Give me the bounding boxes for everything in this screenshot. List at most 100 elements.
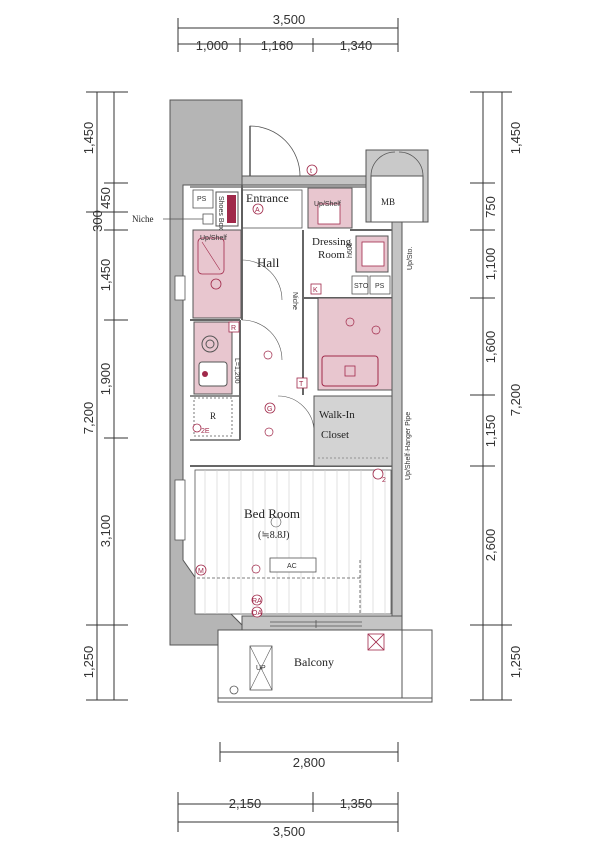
entrance-area (241, 189, 303, 229)
dim-right-2: 750 (483, 196, 498, 218)
kitchen (193, 321, 233, 395)
hall-door-swing (241, 259, 283, 301)
sym-k: K (313, 287, 318, 294)
symbol-r-icon (228, 321, 240, 333)
dim-right-5: 1,150 (483, 415, 498, 448)
dim-left-3: 300 (90, 210, 105, 232)
bedroom-floor-lines (204, 470, 386, 614)
washbasin-up-shelf: Up/Shelf (314, 201, 341, 208)
ps-label-right: PS (375, 283, 385, 290)
entrance-door (249, 125, 301, 177)
dim-left-6: 3,100 (98, 515, 113, 548)
dim-right-1: 1,450 (508, 122, 523, 155)
symbol-2e-icon (192, 423, 202, 433)
symbol-t-top-icon (306, 164, 318, 176)
sym-t-top: t (310, 168, 312, 175)
balcony-window (270, 620, 362, 628)
sym-2: 2 (382, 477, 386, 484)
bedroom-label: Bed Room (244, 506, 300, 521)
sto-box (351, 275, 369, 295)
walkin-label-2: Closet (321, 429, 349, 441)
bottom-dimensions (177, 742, 399, 832)
dim-bottom-2: 2,150 (229, 796, 262, 811)
ac-label: AC (287, 563, 297, 570)
hall-label: Hall (257, 255, 280, 270)
balcony-up-label: UP (256, 665, 266, 672)
mb-enclosure (365, 149, 429, 223)
sym-t: T (299, 381, 304, 388)
dim-top-3: 1,340 (340, 38, 373, 53)
sto-label: STO (354, 283, 369, 290)
dim-right-3: 1,100 (483, 248, 498, 281)
kitchen-sink-icon (198, 361, 228, 387)
dim-bottom-3: 1,350 (340, 796, 373, 811)
toilet-fixture-icon (210, 278, 222, 290)
dim-top-1: 1,000 (196, 38, 229, 53)
stove-burner-icon (201, 335, 219, 353)
symbol-m-icon (195, 564, 207, 576)
dim-bottom-1: 2,800 (293, 755, 326, 770)
niche-box-left (202, 213, 214, 225)
bedroom-ceiling-light-icon (270, 516, 282, 528)
sym-a: A (255, 207, 260, 214)
sym-oa: OA (252, 610, 262, 617)
symbol-oa-icon (251, 606, 263, 618)
toilet-up-shelf: Up/Shelf (200, 235, 227, 242)
symbol-t-icon (296, 377, 308, 389)
sym-ra: RA (252, 598, 262, 605)
dim-bottom-total: 3,500 (273, 824, 306, 839)
niche-mid-label: Niche (291, 292, 298, 310)
sym-r: R (231, 325, 236, 332)
right-dimensions (470, 91, 512, 701)
top-dimensions (177, 18, 399, 52)
kitchen-door-swing (241, 319, 283, 361)
dim-top-2: 1,160 (261, 38, 294, 53)
dim-left-total: 7,200 (81, 402, 96, 435)
dim-left-2: 450 (98, 187, 113, 209)
ps-box-top (192, 189, 214, 209)
dim-left-5: 1,900 (98, 363, 113, 396)
dim-right-6: 2,600 (483, 529, 498, 562)
ps-label-top: PS (197, 196, 207, 203)
side-windows (174, 275, 186, 541)
bathroom (317, 297, 393, 391)
symbol-markers (192, 164, 384, 618)
entrance-label: Entrance (246, 191, 289, 205)
niche-left-label: Niche (132, 214, 154, 224)
walk-in-closet (277, 395, 393, 467)
ac-unit (269, 557, 317, 573)
washing-machine (355, 235, 389, 273)
symbol-a-icon (252, 203, 264, 215)
symbol-boxes (228, 283, 322, 389)
left-dimensions (86, 91, 128, 701)
h600-label: h600 (347, 242, 354, 258)
dim-top-total: 3,500 (273, 12, 306, 27)
symbol-k-icon (310, 283, 322, 295)
dim-left-7: 1,250 (81, 646, 96, 679)
sym-m: M (198, 568, 204, 575)
dim-right-7: 1,250 (508, 646, 523, 679)
mb-label: MB (381, 197, 395, 207)
refrigerator-space (193, 397, 233, 437)
refrigerator-label: R (210, 411, 216, 421)
bedroom-area: (≒8.8J) (258, 530, 289, 541)
sym-2e: 2E (201, 428, 210, 435)
shoes-box (215, 191, 239, 227)
balcony (217, 629, 433, 703)
dressing-label-2: Room (318, 249, 345, 261)
dim-right-4: 1,600 (483, 331, 498, 364)
symbol-2-icon (372, 468, 384, 480)
fixture-dots (251, 317, 381, 574)
toilet-room (192, 229, 242, 319)
dim-left-1: 1,450 (81, 122, 96, 155)
dressing-label-1: Dressing (312, 236, 352, 248)
ps-box-right (369, 275, 391, 295)
kitchen-length-label: L=1,200 (233, 358, 240, 384)
bedroom (194, 469, 392, 615)
balcony-label: Balcony (294, 655, 334, 669)
bathtub-icon (321, 355, 379, 387)
walkin-label-1: Walk-In (319, 409, 355, 421)
washbasin (307, 187, 353, 229)
shoes-box-label: Shoes Box (217, 196, 224, 230)
dim-left-4: 1,450 (98, 259, 113, 292)
